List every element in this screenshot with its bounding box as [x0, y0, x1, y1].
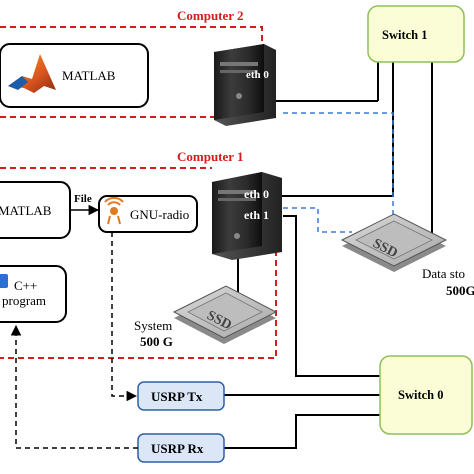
computer2-matlab-label: MATLAB: [62, 68, 116, 83]
computer2-boundary: [0, 26, 263, 118]
usrp-rx-label: USRP Rx: [151, 441, 204, 456]
cpp-label-line2: program: [2, 293, 46, 308]
system-label-line2: 500 G: [140, 334, 173, 349]
computer1-title: Computer 1: [177, 149, 244, 164]
matlab-logo-icon: [8, 54, 56, 93]
computer1-eth0-label: eth 0: [244, 187, 269, 201]
switch1-label: Switch 1: [382, 28, 428, 42]
link-computer1-eth0-switch1: [280, 62, 394, 197]
switch0-label: Switch 0: [398, 388, 444, 402]
usrp-rx-to-cpp: [10, 324, 138, 449]
computer2-eth0-label: eth 0: [246, 69, 269, 81]
cpp-logo-icon: [0, 274, 8, 288]
switch1-box: [367, 5, 465, 63]
usrp-tx-box: [137, 381, 225, 411]
computer2-title: Computer 2: [177, 8, 244, 23]
link-computer1-eth1-switch0: [283, 215, 380, 377]
cpp-program-box: [0, 265, 67, 323]
cpp-label-line1: C++: [14, 278, 37, 293]
usrp-tx-label: USRP Tx: [151, 389, 203, 404]
gnuradio-label: GNU-radio: [130, 207, 189, 222]
computer2-matlab-box: [0, 43, 149, 108]
gnuradio-box: [98, 195, 198, 233]
computer1-eth1-label: eth 1: [244, 208, 269, 222]
rf-signal-paths: [10, 232, 138, 449]
gnuradio-logo-icon: [104, 196, 124, 225]
storage-label-line2: 500G: [446, 283, 474, 298]
system-label-line1: System: [134, 318, 172, 333]
gnuradio-to-usrp-tx: [111, 232, 138, 402]
storage-data-link: [283, 112, 394, 233]
computer1-tower-icon: [212, 172, 282, 260]
switch0-box: [379, 355, 473, 435]
computer1-matlab-label: MATLAB: [0, 203, 52, 218]
computer2-tower-icon: [214, 44, 276, 126]
link-usrp-rx-switch0: [218, 414, 380, 449]
storage-label-line1: Data sto: [422, 266, 465, 281]
file-arrow-label: File: [74, 193, 92, 205]
system-ssd-icon: SSD: [172, 285, 278, 344]
data-storage-ssd-icon: SSD: [340, 213, 448, 272]
